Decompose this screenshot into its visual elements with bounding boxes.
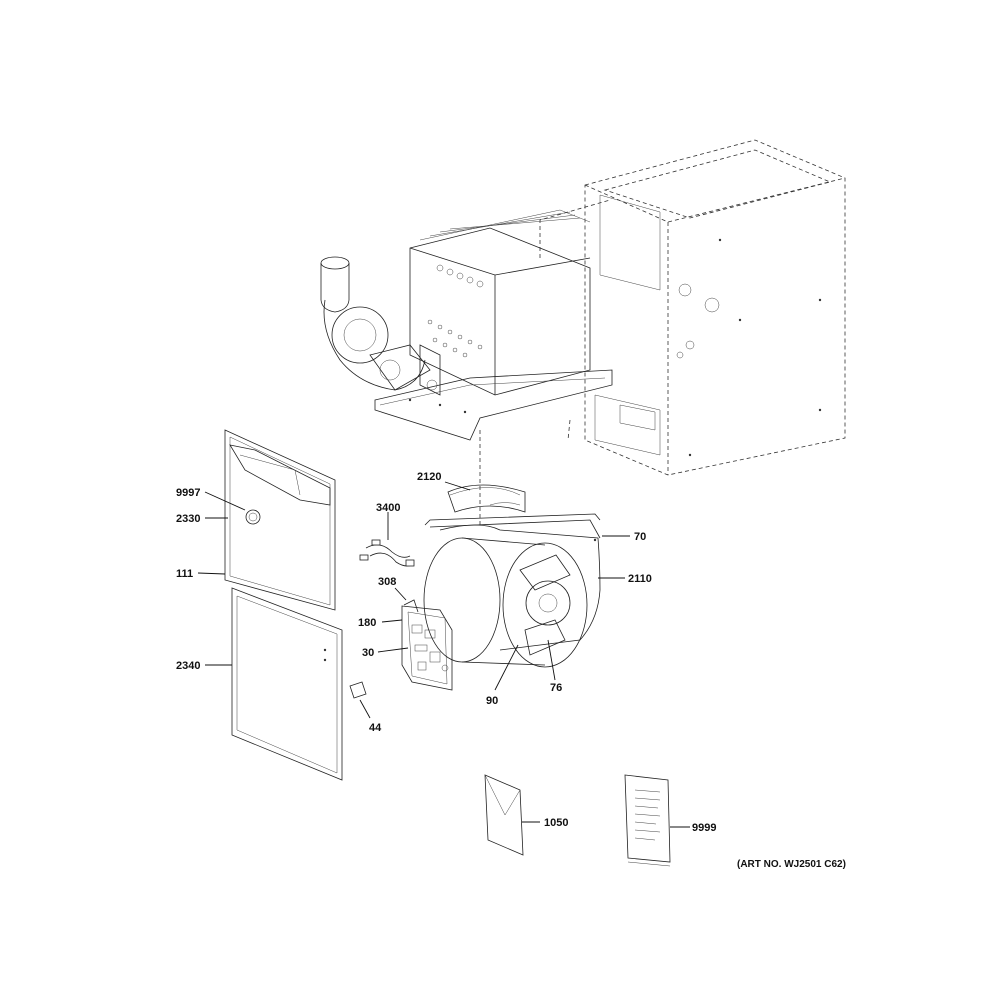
- label-3400: 3400: [376, 502, 400, 514]
- lower-door-panel: [231, 587, 343, 781]
- label-2340: 2340: [176, 660, 200, 672]
- leader-lines: [197, 481, 690, 828]
- blower-assembly: [423, 484, 601, 668]
- label-9999: 9999: [692, 822, 716, 834]
- upper-door-panel: [224, 429, 336, 611]
- literature-envelope: [484, 774, 524, 856]
- part-labels: 9997 2330 111 2340 3400 308 180 30 44 21…: [176, 471, 716, 834]
- control-board: [401, 599, 453, 691]
- label-70: 70: [634, 531, 646, 543]
- heat-exchanger: [374, 209, 613, 441]
- alignment-lines: [479, 419, 571, 525]
- label-2330: 2330: [176, 513, 200, 525]
- art-number: (ART NO. WJ2501 C62): [737, 859, 846, 870]
- label-76: 76: [550, 682, 562, 694]
- label-111: 111: [176, 568, 193, 580]
- label-9997: 9997: [176, 487, 200, 499]
- inducer-assembly: [320, 256, 441, 396]
- label-44: 44: [369, 722, 382, 734]
- label-180: 180: [358, 617, 376, 629]
- label-2110: 2110: [628, 573, 652, 585]
- label-1050: 1050: [544, 817, 568, 829]
- part-44-clip: [349, 681, 367, 699]
- label-2120: 2120: [417, 471, 441, 483]
- owners-manual: [624, 774, 671, 867]
- label-90: 90: [486, 695, 498, 707]
- wire-harness: [359, 539, 415, 567]
- furnace-cabinet-outline: [539, 139, 846, 476]
- label-308: 308: [378, 576, 396, 588]
- label-30: 30: [362, 647, 374, 659]
